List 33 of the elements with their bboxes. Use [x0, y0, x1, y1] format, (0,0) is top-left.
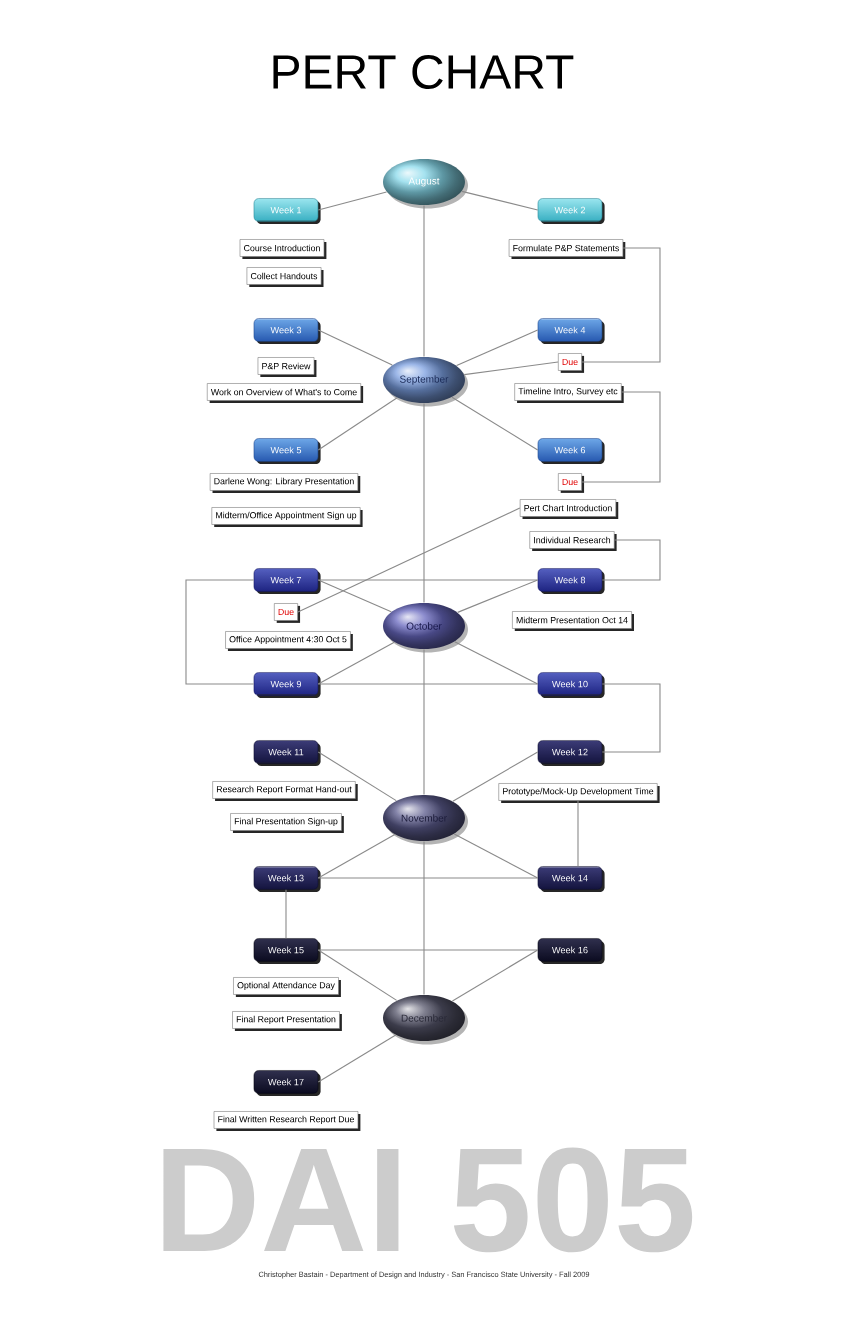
connector-line — [454, 641, 539, 685]
connector-line — [461, 190, 539, 211]
connector-line — [317, 877, 539, 879]
connector-line — [317, 949, 539, 951]
connector-line — [452, 751, 539, 802]
connector-line — [317, 641, 395, 685]
connector-line — [317, 683, 539, 685]
connector-line — [456, 329, 539, 367]
connector-line — [185, 579, 255, 685]
connector-line — [577, 800, 579, 867]
connector-line — [317, 579, 392, 613]
connector-line — [423, 840, 425, 996]
connector-line — [423, 402, 425, 604]
connector-line — [285, 889, 287, 939]
connector-line — [317, 579, 539, 581]
connector-line — [581, 391, 661, 483]
title: PERT CHART — [273, 55, 574, 89]
connector-line — [457, 579, 539, 613]
connector-line — [601, 539, 661, 581]
connector-line — [317, 751, 397, 802]
connector-line — [451, 949, 539, 1002]
connector-line — [317, 834, 396, 879]
connector-line — [297, 507, 521, 613]
connector-line — [451, 396, 539, 451]
connector-line — [423, 648, 425, 796]
connector-line — [423, 204, 425, 358]
connector-line — [581, 247, 661, 363]
connector-line — [317, 329, 393, 366]
connector-line — [463, 361, 559, 376]
connector-line — [317, 949, 398, 1001]
connector-line — [317, 191, 388, 211]
connector-line — [453, 833, 539, 879]
connector-line — [601, 683, 661, 753]
